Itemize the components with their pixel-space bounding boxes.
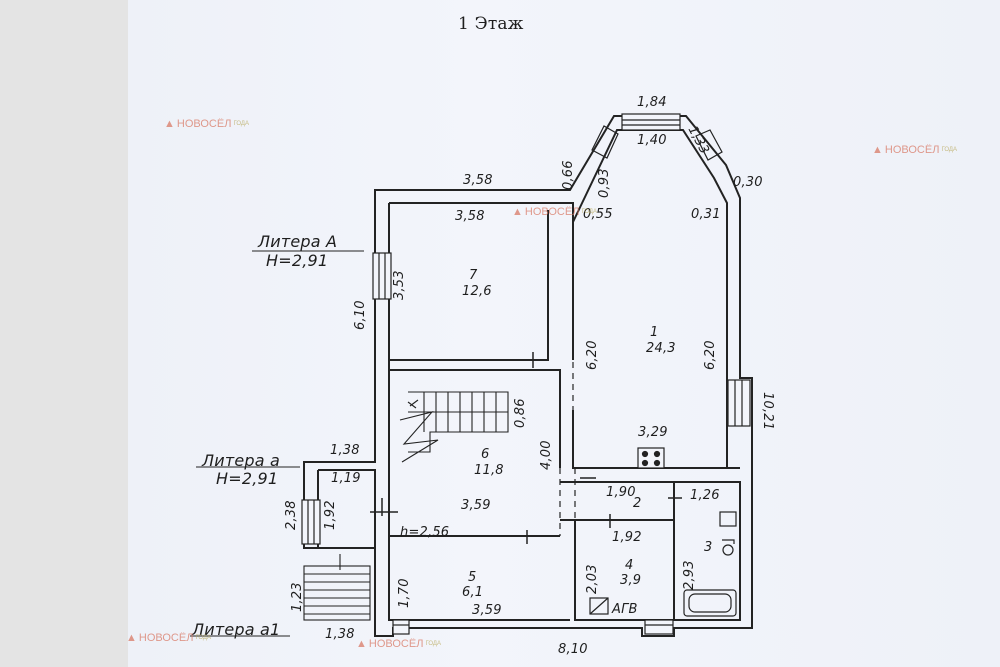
room-4-area: 3,9 (620, 573, 642, 588)
litera-a-name: Литера А (258, 232, 338, 251)
dim-corner-055: 0,55 (583, 207, 613, 222)
sink (719, 511, 737, 556)
floor-title: 1 Этаж (458, 14, 524, 34)
dim-bay-left: 0,93 (597, 168, 612, 198)
inner-wall (388, 129, 728, 621)
dim-hall-width: 3,59 (461, 498, 491, 513)
dim-litera-a1-138: 1,38 (325, 627, 355, 642)
windows (301, 113, 751, 635)
watermark-logo-icon: ▲ (356, 638, 367, 650)
bathtub (683, 589, 737, 617)
room-7-number: 7 (469, 268, 478, 283)
watermark-brand: НОВОСЁЛ (176, 118, 232, 130)
dim-litera-a-192: 1,92 (323, 500, 338, 530)
dim-bay-top: 1,84 (637, 95, 667, 110)
entry-steps (303, 554, 371, 621)
dim-room1-right: 6,20 (703, 340, 718, 370)
hall-wall (389, 369, 561, 468)
litera-leaders (190, 250, 364, 637)
door-marks (370, 352, 682, 544)
watermark-top-right: ▲ НОВОСЁЛ ГОДА (872, 144, 957, 156)
dim-bay-inner: 1,40 (637, 133, 667, 148)
watermark-logo-icon: ▲ (126, 632, 137, 644)
dim-litera-a-238: 2,38 (284, 500, 299, 530)
room4-wall (574, 520, 674, 621)
litera-a-annex-wall (318, 469, 376, 548)
watermark-logo-icon: ▲ (872, 144, 883, 156)
dim-stair-086: 0,86 (513, 398, 528, 428)
room-1-number: 1 (650, 325, 659, 340)
staircase (399, 391, 509, 463)
gas-boiler (589, 597, 609, 615)
litera-a1-name: Литера а1 (192, 620, 281, 639)
watermark-brand: НОВОСЁЛ (884, 144, 940, 156)
dim-litera-a1-123: 1,23 (290, 582, 305, 612)
watermark-logo-icon: ▲ (512, 206, 523, 218)
litera-a-height: H=2,91 (266, 251, 329, 270)
dim-left-total: 6,10 (353, 300, 368, 330)
openings (559, 362, 576, 536)
litera-a-small-name: Литера а (202, 451, 281, 470)
watermark-sub: ГОДА (941, 147, 957, 153)
outer-wall (303, 115, 753, 637)
watermark-brand: НОВОСЁЛ (524, 206, 580, 218)
dim-room1-width: 3,29 (638, 425, 668, 440)
dim-room7-width: 3,58 (455, 209, 485, 224)
room-5-area: 6,1 (462, 585, 484, 600)
dim-litera-a-top: 1,38 (330, 443, 360, 458)
boiler-label: АГВ (612, 602, 638, 617)
dim-right-total: 10,21 (760, 392, 775, 431)
watermark-bottom-center: ▲ НОВОСЁЛ ГОДА (356, 638, 441, 650)
dim-room5-width: 3,59 (472, 603, 502, 618)
watermark-sub: ГОДА (581, 209, 597, 215)
room7-wall (389, 210, 549, 361)
room3-wall (673, 481, 741, 621)
room1-left-wall (572, 222, 740, 469)
watermark-brand: НОВОСЁЛ (138, 632, 194, 644)
dim-room1-left: 6,20 (585, 340, 600, 370)
watermark-bottom-left: ▲ НОВОСЁЛ ГОДА (126, 632, 211, 644)
dim-room4-height: 2,03 (585, 564, 600, 594)
dim-hall-height: 4,00 (539, 440, 554, 470)
dim-corner-066: 0,66 (561, 160, 576, 190)
room-3-number: 3 (704, 540, 713, 555)
stove (637, 447, 665, 469)
bay-windows (591, 125, 723, 161)
dim-room7-height: 3,53 (392, 270, 407, 300)
room-6-number: 6 (481, 447, 490, 462)
dim-room5-height: 1,70 (397, 578, 412, 608)
dim-room3-width: 1,26 (690, 488, 720, 503)
room-4-number: 4 (625, 558, 634, 573)
watermark-sub: ГОДА (195, 635, 211, 641)
dim-bottom-total: 8,10 (558, 642, 588, 657)
dim-room2-width: 1,90 (606, 485, 636, 500)
room-2-number: 2 (633, 496, 642, 511)
watermark-center: ▲ НОВОСЁЛ ГОДА (512, 206, 597, 218)
litera-a-small-height: H=2,91 (216, 469, 279, 488)
paper-sheet (128, 0, 1000, 667)
watermark-logo-icon: ▲ (164, 118, 175, 130)
watermark-brand: НОВОСЁЛ (368, 638, 424, 650)
watermark-sub: ГОДА (425, 641, 441, 647)
dim-corner-031: 0,31 (691, 207, 721, 222)
watermark-top-left: ▲ НОВОСЁЛ ГОДА (164, 118, 249, 130)
room-1-area: 24,3 (646, 341, 676, 356)
room-7-area: 12,6 (462, 284, 492, 299)
watermark-sub: ГОДА (233, 121, 249, 127)
dim-room4-width: 1,92 (612, 530, 642, 545)
dim-corner-030: 0,30 (733, 175, 763, 190)
dim-room3-height: 2,93 (682, 560, 697, 590)
dim-top-outer: 3,58 (463, 173, 493, 188)
room-6-area: 11,8 (474, 463, 504, 478)
dim-hall-h: h=2,56 (400, 525, 450, 540)
room-5-number: 5 (468, 570, 477, 585)
dim-litera-a-inner: 1,19 (331, 471, 361, 486)
